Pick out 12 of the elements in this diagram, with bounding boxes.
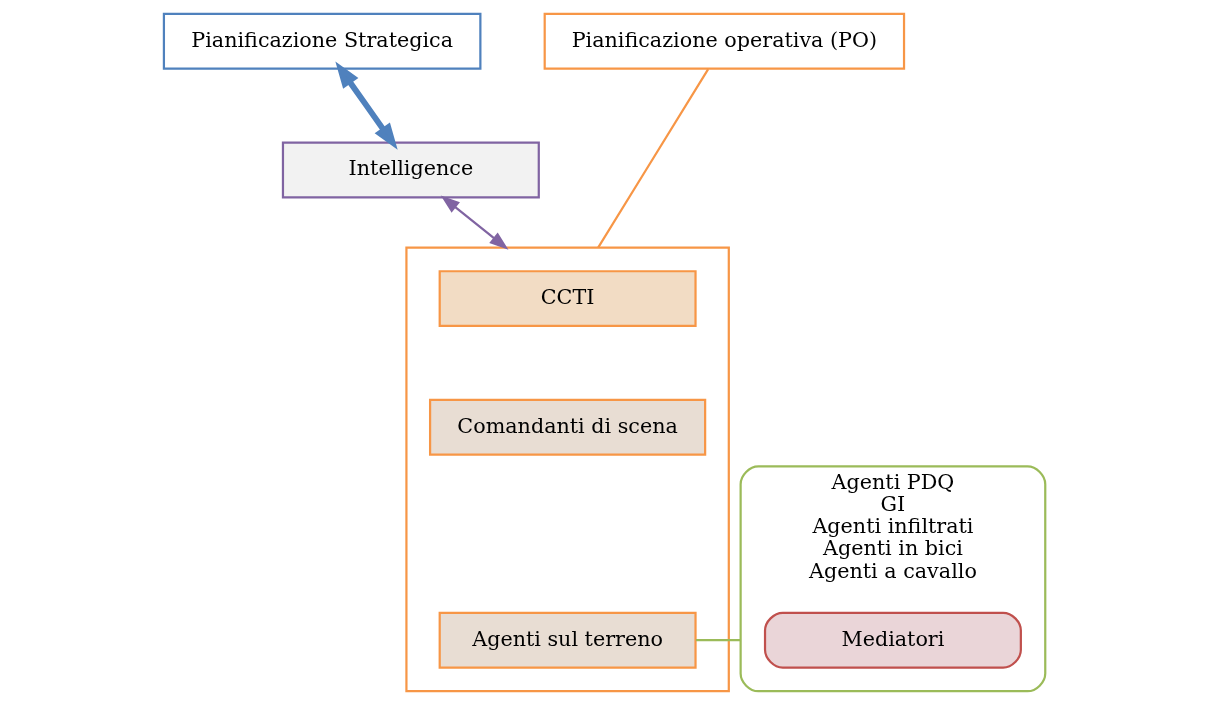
node-box: Intelligence <box>281 141 540 199</box>
node-box: Pianificazione Strategica <box>162 12 481 70</box>
node-box: CCTI <box>438 270 697 328</box>
node-box: Comandanti di scena <box>428 398 706 456</box>
connector <box>596 68 709 249</box>
node-box: Mediatori <box>763 611 1022 669</box>
node-box: Agenti sul terreno <box>438 611 697 669</box>
connector <box>695 639 741 642</box>
arrow <box>334 61 398 150</box>
node-box: Pianificazione operativa (PO) <box>543 12 905 70</box>
arrow <box>440 195 508 250</box>
cluster <box>404 246 730 693</box>
